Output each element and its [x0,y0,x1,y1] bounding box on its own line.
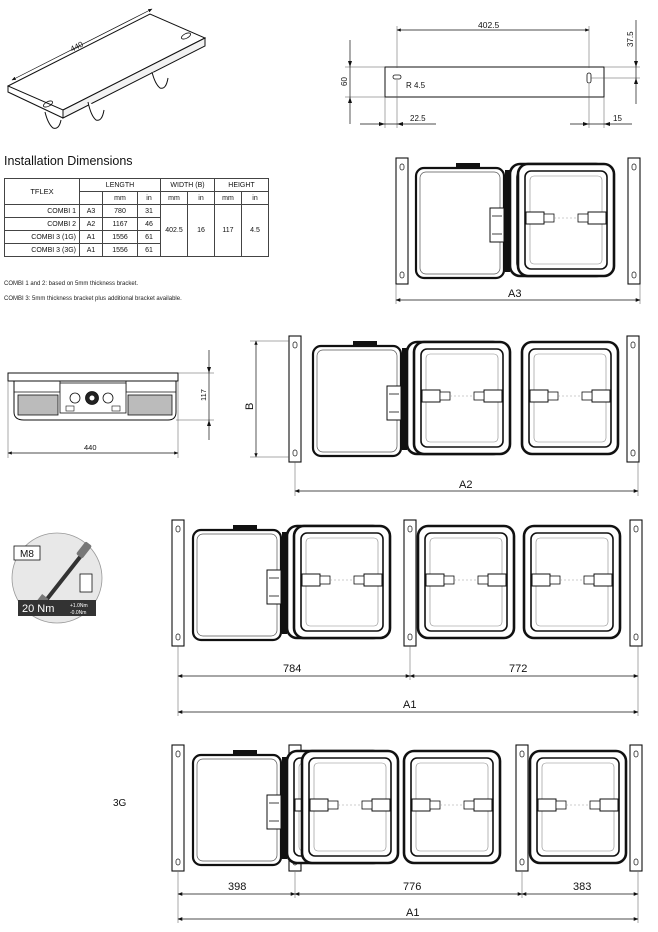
combi-3-3g-total-label: A1 [406,907,419,919]
bolt-size-label: M8 [20,549,34,560]
height-mm: 117 [214,204,242,257]
row-mm: 1556 [102,243,138,257]
header-model: TFLEX [4,178,80,205]
note-combi-3: COMBI 3: 5mm thickness bracket plus addi… [4,296,182,302]
table-row: COMBI 3 (1G) A1 1556 61 [4,230,269,244]
width-mm: 402.5 [160,204,188,257]
row-model: COMBI 3 (3G) [4,243,80,257]
side-height-label: 117 [199,389,208,401]
combi-1-view: A3 [395,157,641,304]
combi-2-length-label: A2 [459,479,472,491]
torque-callout: M8 20 Nm +1.0Nm -0.0Nm [11,532,103,624]
bracket-height-label: 60 [340,77,349,86]
torque-tol-minus: -0.0Nm [70,610,86,616]
height-in: 4.5 [241,204,269,257]
combi-2-view: B A2 [244,335,640,496]
row-in: 61 [137,243,161,257]
bracket-radius-label: R 4.5 [406,81,426,90]
note-combi-1-2: COMBI 1 and 2: based on 5mm thickness br… [4,281,139,287]
combi-3-1g-right-label: 772 [509,663,527,675]
side-view: 117 440 [7,350,214,458]
bolt-size-box [13,545,41,561]
side-length-label: 440 [84,443,97,452]
combi-3-3g-right-label: 383 [573,881,591,893]
bracket-top-label: 37.5 [626,31,635,47]
combi-3-3g-mid-label: 776 [403,881,421,893]
width-in: 16 [187,204,215,257]
bracket-right-offset-label: 15 [613,114,622,123]
table-row: COMBI 3 (3G) A1 1556 61 [4,243,269,257]
table-row: COMBI 2 A2 1167 46 [4,217,269,231]
torque-tol-plus: +1.0Nm [70,603,88,609]
bracket-elevation-view: 402.5 60 37.5 R 4.5 22.5 15 [340,20,640,128]
combi-3-3g-view: 3G 398 776 383 A1 [113,744,643,923]
combi-3-1g-left-label: 784 [283,663,301,675]
combi-3-1g-total-label: A1 [403,699,416,711]
width-b-label: B [244,403,256,410]
section-heading: Installation Dimensions [4,154,133,168]
iso-bracket-view: 440 [6,8,207,129]
torque-value-label: 20 Nm [22,603,54,615]
combi-1-length-label: A3 [508,288,521,300]
combi-3-3g-left-label: 398 [228,881,246,893]
bracket-left-offset-label: 22.5 [410,114,426,123]
combi-3-1g-view: 784 772 A1 [171,519,643,716]
bracket-width-label: 402.5 [478,20,500,30]
bolt-icon [79,573,93,593]
3g-label: 3G [113,798,127,809]
row-code: A1 [79,243,103,257]
installation-dimensions-table: TFLEX LENGTH WIDTH (B) HEIGHT mm in mm i… [4,178,269,257]
